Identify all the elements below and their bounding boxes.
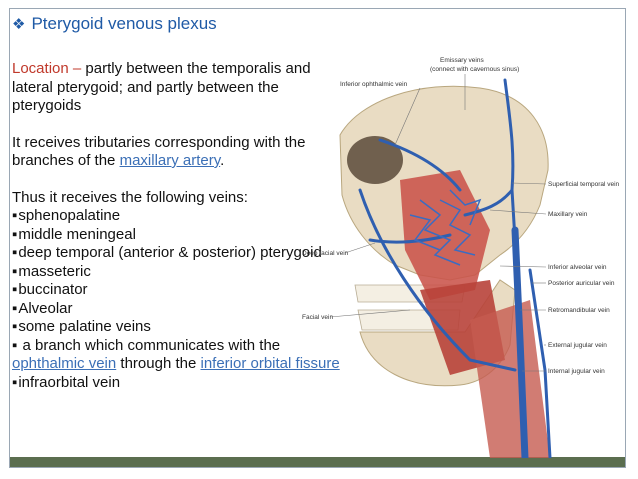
inferior-orbital-fissure-link[interactable]: inferior orbital fissure	[200, 355, 340, 372]
location-text: partly between the temporalis and latera…	[12, 60, 311, 114]
maxillary-artery-link[interactable]: maxillary artery	[119, 152, 221, 169]
body-text: Location – partly between the temporalis…	[12, 60, 347, 392]
label-retromandibular-vein: Retromandibular vein	[548, 307, 610, 314]
label-superficial-temporal-vein: Superficial temporal vein	[548, 181, 620, 188]
label-deep-facial-vein: Deep facial vein	[302, 250, 349, 257]
slide-title: ❖ Pterygoid venous plexus	[12, 14, 217, 34]
leader-inferior-ophthalmic	[394, 87, 421, 146]
leader-maxillary	[489, 209, 547, 215]
leader-deep-facial	[344, 242, 376, 254]
location-label: Location –	[12, 60, 82, 77]
leader-facial	[329, 309, 411, 318]
title-text: Pterygoid venous plexus	[31, 14, 217, 33]
orbit-shape	[347, 136, 403, 184]
leader-inferior-alveolar	[499, 265, 547, 268]
tributaries-paragraph: It receives tributaries corresponding wi…	[12, 134, 347, 171]
maxillary-vein-shape	[463, 188, 514, 217]
vein-item-2: deep temporal (anterior & posterior) pte…	[12, 244, 347, 263]
location-paragraph: Location – partly between the temporalis…	[12, 60, 347, 116]
vein-item-0: sphenopalatine	[12, 207, 347, 226]
label-facial-vein: Facial vein	[302, 314, 333, 321]
neck-muscle	[470, 300, 550, 458]
label-internal-jugular-vein: Internal jugular vein	[548, 368, 605, 375]
anatomy-figure: Inferior ophthalmic vein Emissary veins …	[300, 40, 622, 462]
tributaries-pre: It receives tributaries corresponding wi…	[12, 133, 306, 170]
ophthalmic-vein-shape	[378, 138, 462, 192]
vein-item-last: infraorbital vein	[12, 374, 347, 393]
deep-facial-vein-shape	[368, 233, 452, 244]
bottom-band	[10, 457, 625, 467]
vein-item-4: buccinator	[12, 281, 347, 300]
label-posterior-auricular-vein: Posterior auricular vein	[548, 280, 615, 287]
label-inferior-ophthalmic-vein: Inferior ophthalmic vein	[340, 81, 408, 88]
vein-item-1: middle meningeal	[12, 226, 347, 245]
facial-vein-shape	[358, 188, 517, 372]
ophthalmic-vein-link[interactable]: ophthalmic vein	[12, 355, 117, 372]
veins-intro: Thus it receives the following veins:	[12, 188, 248, 206]
tributaries-post: .	[220, 152, 225, 169]
vein-item-3: masseteric	[12, 263, 347, 282]
external-jugular-vein-shape	[528, 268, 552, 460]
label-external-jugular-vein: External jugular vein	[548, 342, 607, 349]
vein-item-6: some palatine veins	[12, 318, 347, 337]
branch-mid: through the	[120, 355, 197, 372]
anatomy-illustration: Inferior ophthalmic vein Emissary veins …	[302, 57, 620, 462]
leader-superficial-temporal	[511, 182, 547, 185]
branch-pre: a branch which communicates with the	[22, 336, 281, 354]
superficial-temporal-vein-shape	[503, 78, 515, 192]
label-emissary-note: (connect with cavernous sinus)	[430, 66, 519, 73]
diamond-bullet-icon: ❖	[12, 16, 26, 33]
pterygoid-plexus-shape	[409, 189, 482, 266]
branch-item: a branch which communicates with the oph…	[12, 337, 347, 374]
vein-item-5: Alveolar	[12, 300, 347, 319]
label-maxillary-vein: Maxillary vein	[548, 211, 588, 218]
label-emissary-veins: Emissary veins	[440, 57, 484, 64]
label-inferior-alveolar-vein: Inferior alveolar vein	[548, 264, 607, 271]
internal-jugular-vein-shape	[511, 226, 529, 462]
